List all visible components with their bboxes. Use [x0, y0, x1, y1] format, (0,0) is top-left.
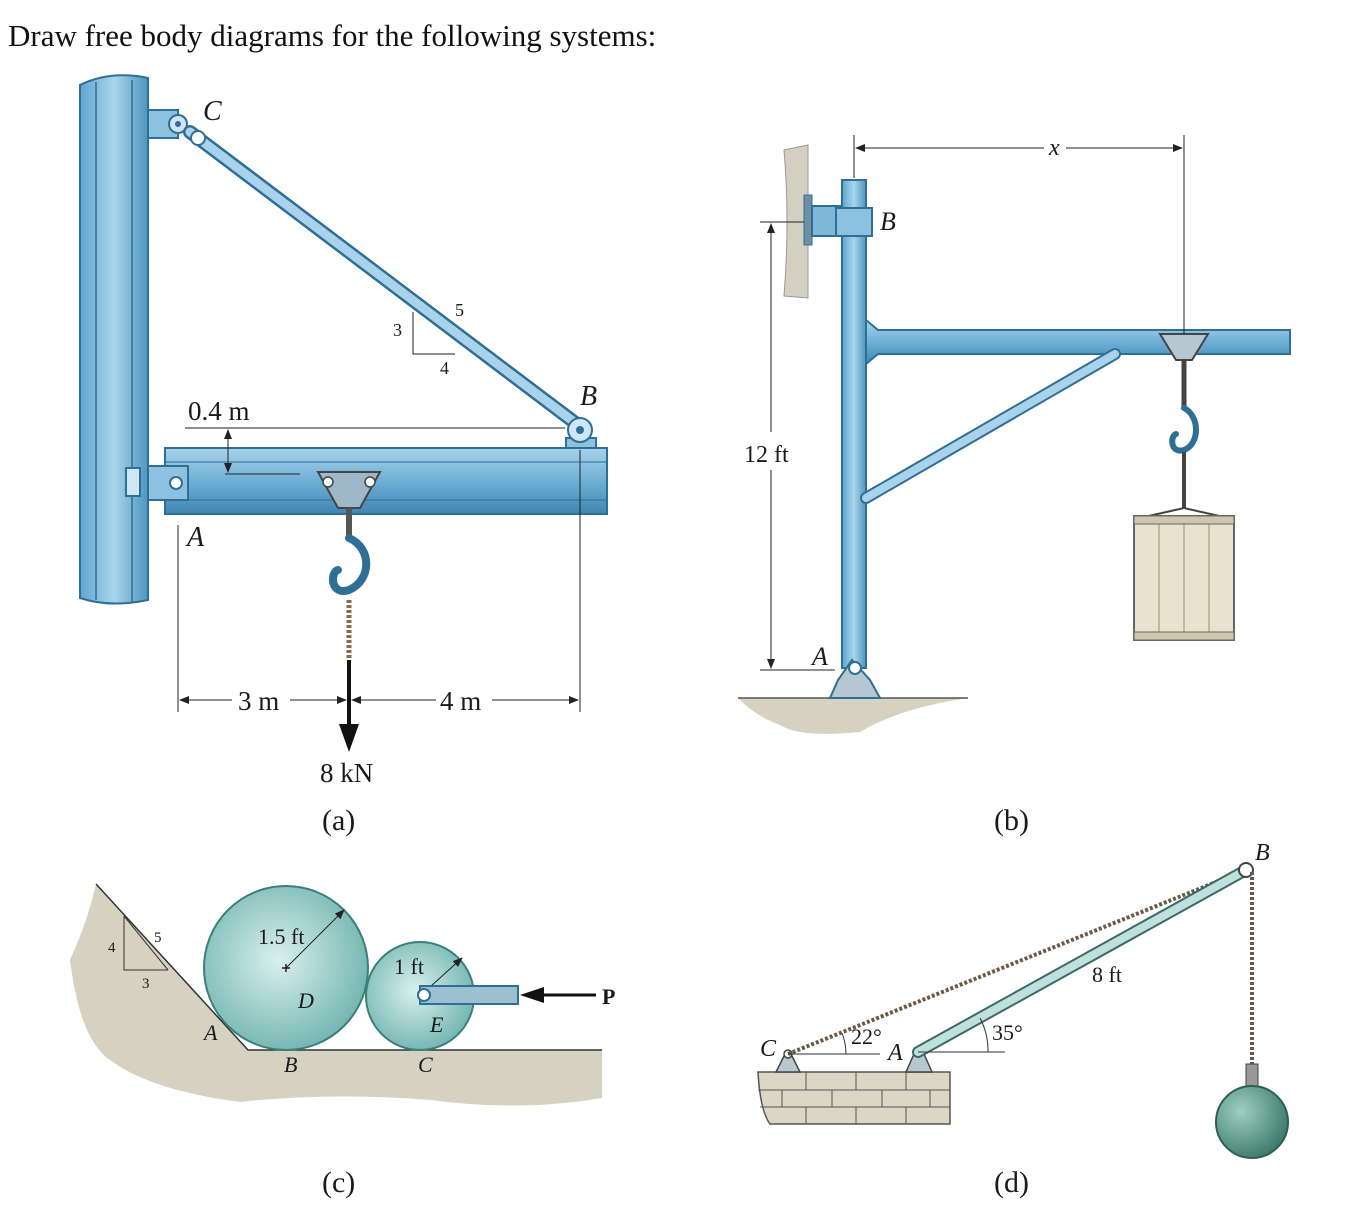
- label-angle-boom: 35°: [992, 1020, 1023, 1045]
- figure-b: B A 12 ft x (b): [738, 135, 1291, 837]
- label-big-radius: 1.5 ft: [258, 924, 304, 949]
- label-dim-x: x: [1048, 135, 1060, 161]
- caption-b: (b): [994, 804, 1029, 837]
- handle-rod: [419, 985, 519, 1005]
- page-heading: Draw free body diagrams for the followin…: [8, 18, 657, 53]
- label-dim-offset: 0.4 m: [188, 396, 250, 426]
- hook-icon: [328, 534, 371, 595]
- label-point-a: A: [185, 522, 205, 553]
- label-load: 8 kN: [320, 758, 373, 788]
- label-slope-rise: 3: [393, 320, 402, 340]
- label-point-b-d: B: [1255, 840, 1270, 866]
- brick-wall: [757, 1071, 951, 1125]
- wrecking-ball: [1215, 1085, 1289, 1159]
- cable-cb: [787, 868, 1247, 1056]
- load-arrow: [339, 724, 359, 752]
- figure-c: 1.5 ft 1 ft D E A B C P 4 3 5 (c): [70, 883, 615, 1199]
- label-dim-left: 3 m: [238, 686, 279, 716]
- caption-d: (d): [994, 1166, 1029, 1199]
- label-point-e: E: [429, 1012, 444, 1037]
- label-boom-length: 8 ft: [1092, 962, 1122, 987]
- caption-c: (c): [322, 1166, 355, 1199]
- label-point-b: B: [580, 381, 597, 412]
- caption-a: (a): [322, 804, 355, 837]
- post-ab: [841, 179, 867, 669]
- beam-ab: [164, 447, 608, 515]
- label-point-d: D: [297, 988, 314, 1013]
- label-slope-run-c: 3: [142, 976, 150, 992]
- force-p-arrow: [520, 987, 544, 1003]
- label-slope-run: 4: [440, 358, 449, 378]
- hook-icon-b: [1169, 405, 1199, 454]
- label-point-c: C: [203, 96, 222, 127]
- figure-a: C B A 0.4 m 3 m 4 m 8 kN 3 4 5 (a): [79, 74, 608, 837]
- figure-d: B C A 22° 35° 8 ft (d): [757, 840, 1289, 1199]
- wall-column: [79, 74, 149, 605]
- label-angle-cable: 22°: [851, 1024, 882, 1049]
- label-dim-height: 12 ft: [744, 442, 789, 468]
- label-point-b-c: B: [284, 1052, 297, 1077]
- label-slope-hyp-c: 5: [154, 930, 162, 946]
- trolley-b: [1158, 333, 1210, 361]
- label-point-b-b: B: [880, 207, 896, 236]
- label-slope-hyp: 5: [455, 300, 464, 320]
- label-point-a-b: A: [810, 642, 828, 671]
- label-dim-right: 4 m: [440, 686, 481, 716]
- label-force-p: P: [602, 984, 615, 1009]
- label-point-a-c: A: [202, 1020, 218, 1045]
- boom-b: [865, 317, 1291, 367]
- label-point-c-d: C: [760, 1036, 777, 1062]
- label-point-c-c: C: [418, 1052, 433, 1077]
- label-small-radius: 1 ft: [394, 954, 424, 979]
- label-point-a-d: A: [886, 1040, 903, 1066]
- label-slope-rise-c: 4: [108, 940, 116, 956]
